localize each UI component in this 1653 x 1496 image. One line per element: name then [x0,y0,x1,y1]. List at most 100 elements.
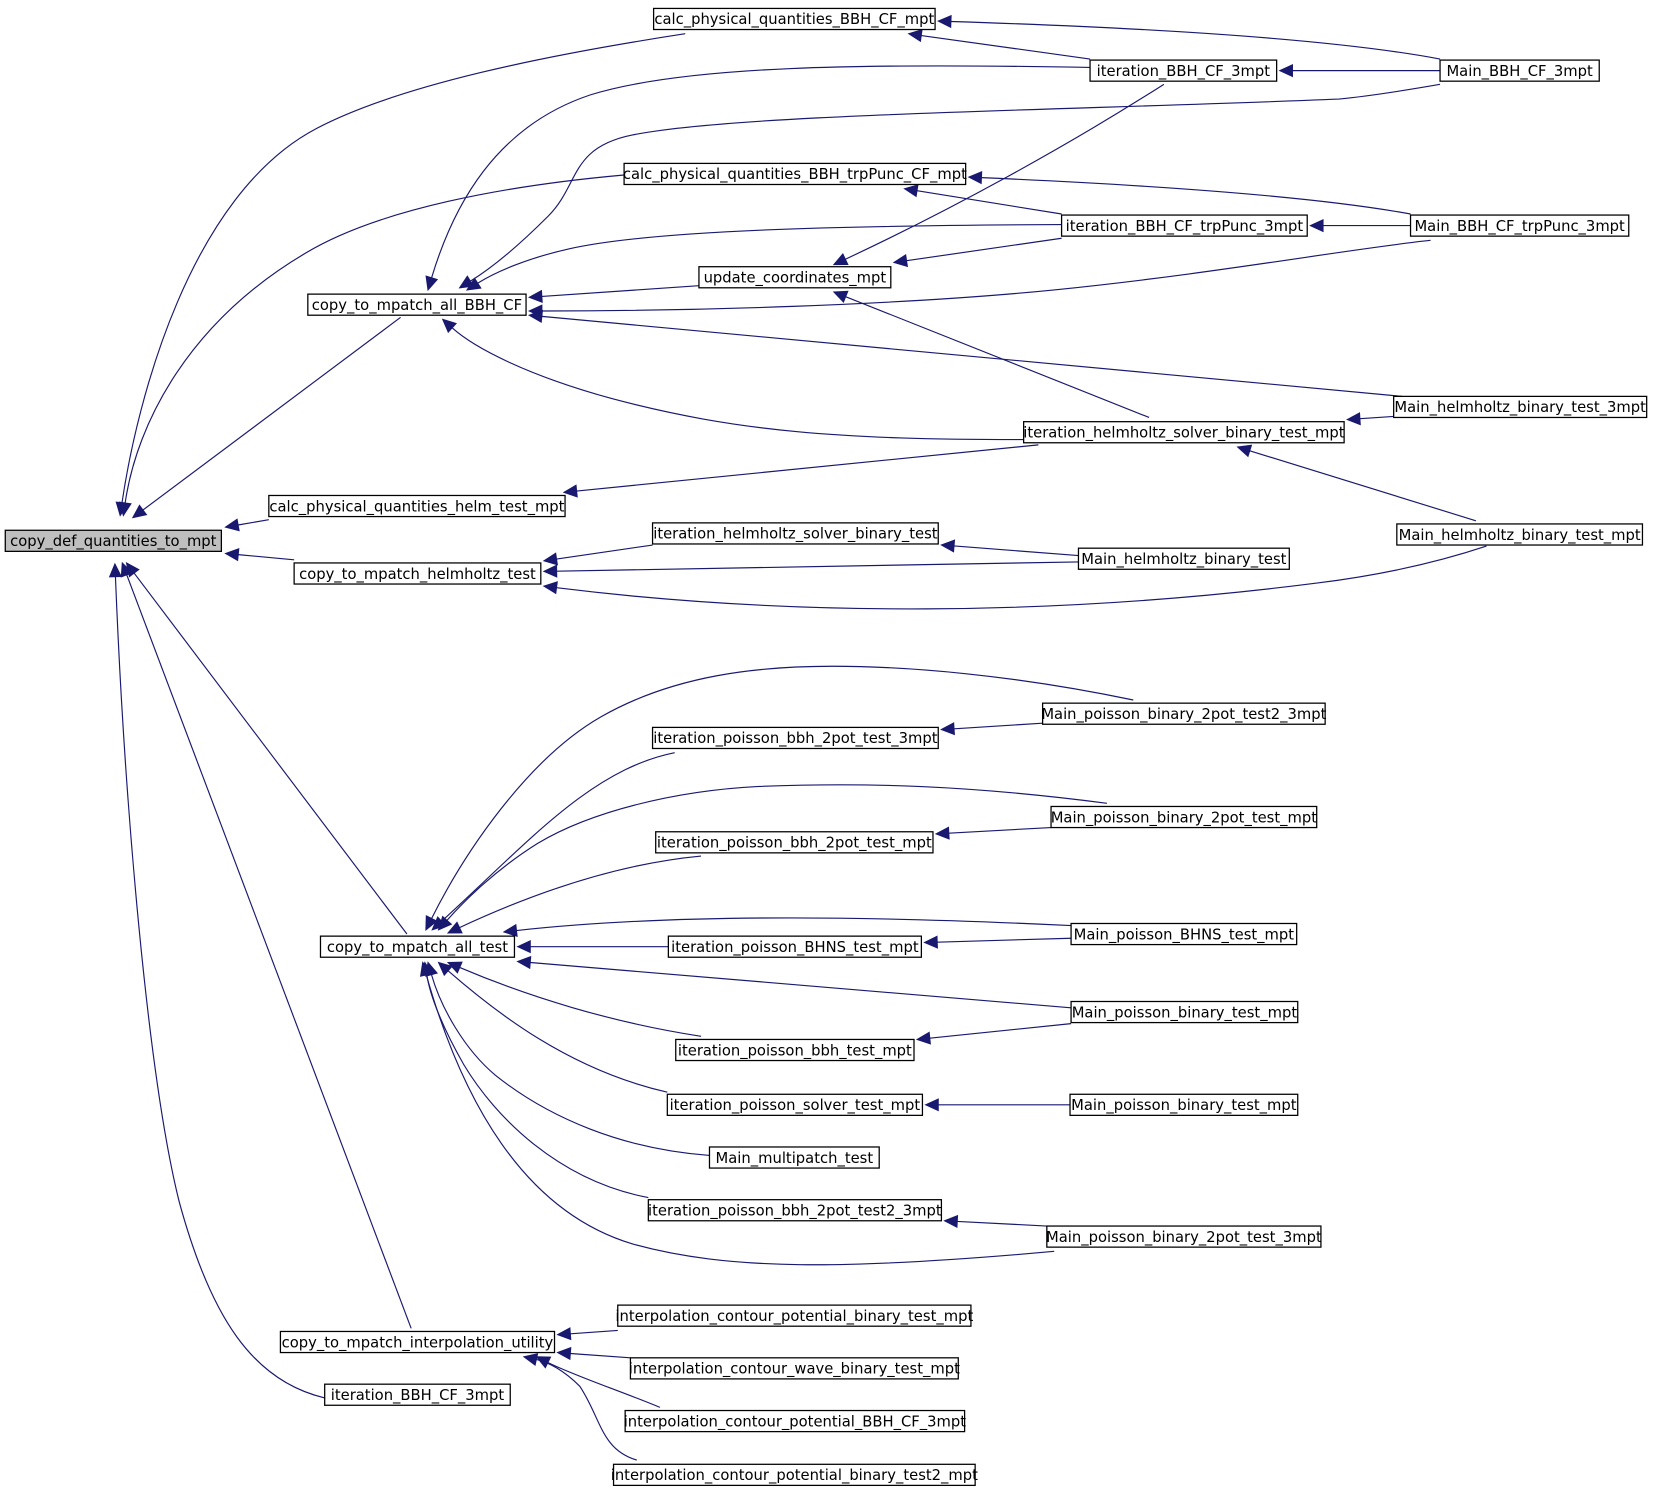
arrowhead-icon [224,548,240,562]
node-cp-interp[interactable]: copy_to_mpatch_interpolation_utility [279,1330,556,1354]
edge-iter_helm_mpt-to-update [832,290,1150,419]
edge-line [446,784,1107,921]
node-label: iteration_poisson_BHNS_test_mpt [671,939,919,956]
edge-line [431,65,1091,278]
node-main-p2t-3[interactable]: Main_poisson_binary_2pot_test_3mpt [1046,1225,1322,1248]
node-calc-trp[interactable]: calc_physical_quantities_BBH_trpPunc_CF_… [623,162,967,186]
node-iter-helm-mpt[interactable]: iteration_helmholtz_solver_binary_test_m… [1023,421,1345,444]
edge-line [126,574,412,1329]
edge-line [541,239,1431,312]
arrowhead-icon [1236,444,1253,458]
edge-main_bbh_3-to-cp_all_bbh [458,83,1441,289]
edge-icp_bbh-to-cp_interp [535,1356,661,1408]
node-label: update_coordinates_mpt [704,270,887,287]
arrowhead-icon [446,961,463,974]
node-box [279,1330,556,1354]
node-iter-p2t-mpt[interactable]: iteration_poisson_bbh_2pot_test_mpt [655,831,934,854]
edge-iter_p2t_3-to-cp_all_test [431,752,675,931]
arrowhead-icon [940,722,955,736]
edge-line [954,722,1043,730]
node-iter-psolver[interactable]: iteration_poisson_solver_test_mpt [666,1093,924,1116]
arrowhead-icon [1309,218,1324,233]
node-update[interactable]: update_coordinates_mpt [698,266,892,289]
node-iter-pbbh[interactable]: iteration_poisson_bbh_test_mpt [675,1038,915,1062]
node-label: Main_BBH_CF_trpPunc_3mpt [1414,218,1625,235]
edge-calc_bbh-to-root [115,33,686,517]
edge-iter_trp-to-cp_all_bbh [465,223,1062,291]
node-main-pbt-1[interactable]: Main_poisson_binary_test_mpt [1070,1000,1299,1024]
node-main-helm[interactable]: Main_helmholtz_binary_test [1077,547,1290,570]
node-main-p2t-mpt[interactable]: Main_poisson_binary_2pot_test_mpt [1050,805,1318,829]
edge-iter_bbh_3-to-calc_bbh [907,28,1091,60]
node-iter-bhns[interactable]: iteration_poisson_BHNS_test_mpt [667,935,923,958]
node-label: copy_to_mpatch_all_BBH_CF [312,297,522,314]
node-iter-trp[interactable]: iteration_BBH_CF_trpPunc_3mpt [1060,214,1308,237]
node-icp-bin[interactable]: interpolation_contour_potential_binary_t… [615,1304,973,1327]
edge-calc_helm-to-root [224,518,269,532]
edge-main_bhns-to-cp_all_test [502,917,1072,937]
node-icp-bbh[interactable]: interpolation_contour_potential_BBH_CF_3… [624,1409,967,1433]
node-main-bhns[interactable]: Main_poisson_BHNS_test_mpt [1070,922,1298,946]
node-iter-p2t2-3[interactable]: iteration_poisson_bbh_2pot_test2_3mpt [647,1199,943,1222]
arrowhead-icon [522,1353,539,1367]
node-main-trp[interactable]: Main_BBH_CF_trpPunc_3mpt [1409,214,1630,237]
edge-main_helm_mpt-to-cp_helm [542,545,1487,610]
node-main-p2t2-3[interactable]: Main_poisson_binary_2pot_test2_3mpt [1041,702,1327,725]
node-main-helm-3[interactable]: Main_helmholtz_binary_test_3mpt [1393,395,1648,419]
edge-line [921,34,1091,60]
node-iter-bbh-3[interactable]: iteration_BBH_CF_3mpt [1089,59,1278,82]
node-calc-bbh[interactable]: calc_physical_quantities_BBH_CF_mpt [652,7,936,31]
arrowhead-icon [556,1346,572,1361]
edge-line [547,1361,661,1408]
edge-main_helm_mpt-to-iter_helm_mpt [1236,444,1477,522]
edge-line [142,316,401,511]
node-iter-helm[interactable]: iteration_helmholtz_solver_binary_test [651,522,939,545]
edge-line [536,1358,637,1461]
edge-iter_psolver-to-cp_all_test [437,961,668,1093]
node-main-multi[interactable]: Main_multipatch_test [708,1146,880,1169]
node-cp-helm[interactable]: copy_to_mpatch_helmholtz_test [293,562,542,585]
node-label: interpolation_contour_potential_BBH_CF_3… [624,1413,967,1430]
node-iter-bbh-3b[interactable]: iteration_BBH_CF_3mpt [324,1383,511,1406]
node-label: iteration_poisson_bbh_2pot_test_3mpt [653,730,937,747]
arrowhead-icon [892,254,908,268]
node-label: iteration_poisson_bbh_test_mpt [678,1042,912,1059]
arrowhead-icon [924,1098,939,1112]
node-box [1439,59,1600,82]
node-main-bbh-3[interactable]: Main_BBH_CF_3mpt [1439,59,1600,82]
node-calc-helm[interactable]: calc_physical_quantities_helm_test_mpt [268,494,566,518]
edge-line [426,974,649,1199]
edge-iter_p2t_mpt-to-cp_all_test [446,855,702,934]
node-box [698,266,892,289]
arrowhead-icon [131,504,148,519]
edge-iter_pbbh-to-cp_all_test [446,961,702,1037]
node-box [1393,395,1648,419]
node-box [1046,1225,1322,1248]
edge-line [1249,450,1477,522]
arrowhead-icon [1346,412,1361,426]
edge-update-to-cp_all_bbh [527,285,699,304]
node-root[interactable]: copy_def_quantities_to_mpt [4,529,223,552]
node-label: copy_def_quantities_to_mpt [10,533,217,550]
edge-line [937,937,1072,943]
node-main-pbt-2[interactable]: Main_poisson_binary_test_mpt [1069,1093,1299,1116]
arrowhead-icon [425,915,438,931]
node-icp-bin2[interactable]: interpolation_contour_potential_binary_t… [611,1463,978,1487]
node-cp-all-test[interactable]: copy_to_mpatch_all_test [319,935,516,958]
edge-iter_helm-to-cp_helm [542,544,653,566]
arrowhead-icon [437,961,453,977]
node-box [623,162,967,186]
edge-line [121,33,686,504]
node-cp-all-bbh[interactable]: copy_to_mpatch_all_BBH_CF [307,293,527,316]
node-box [319,935,516,958]
arrowhead-icon [832,252,849,266]
node-iter-p2t-3[interactable]: iteration_poisson_bbh_2pot_test_3mpt [651,726,939,750]
edge-line [916,190,1062,215]
node-icw-bin[interactable]: interpolation_contour_wave_binary_test_m… [629,1357,960,1380]
node-main-helm-mpt[interactable]: Main_helmholtz_binary_test_mpt [1396,523,1644,546]
node-label: Main_poisson_binary_2pot_test_3mpt [1046,1229,1322,1246]
edge-layer [108,14,1487,1461]
node-label: Main_poisson_binary_2pot_test2_3mpt [1041,706,1326,723]
edge-main_helm_3-to-cp_all_bbh [527,309,1403,397]
arrowhead-icon [907,28,923,43]
